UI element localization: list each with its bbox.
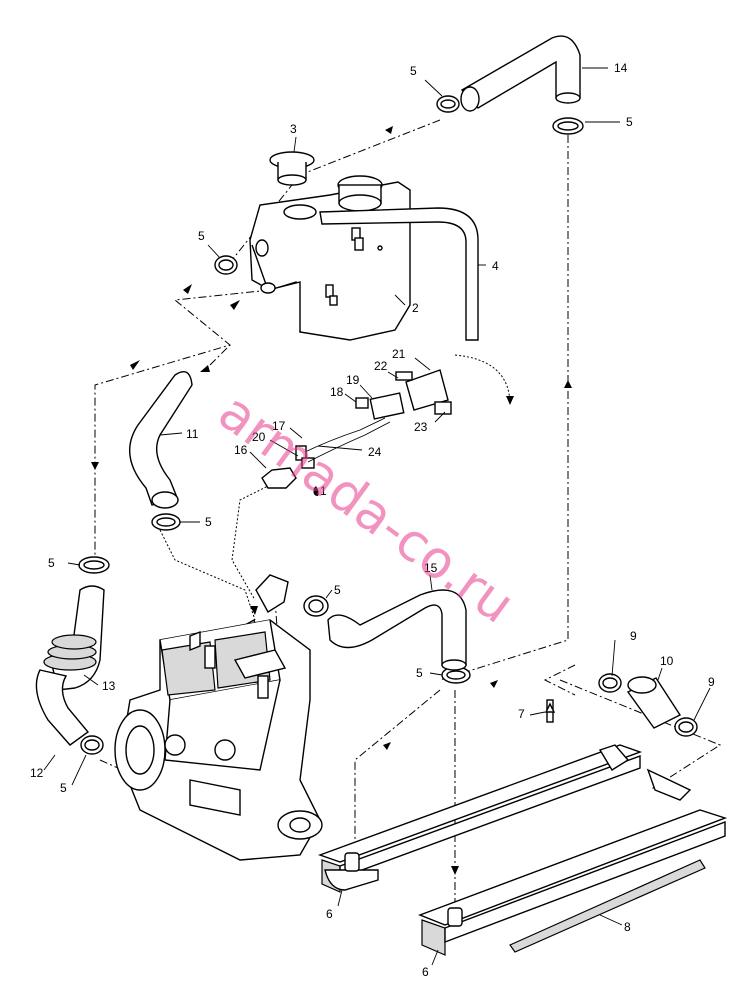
hose-11-end xyxy=(151,491,179,509)
callout: 21 xyxy=(392,347,406,361)
rail-8 xyxy=(509,859,706,953)
upper-hose-end xyxy=(460,86,480,112)
heat-exchanger-lower xyxy=(418,768,728,956)
watermark: armada-co.ru xyxy=(207,382,524,636)
hose-12 xyxy=(35,669,90,746)
callout: 5 xyxy=(334,583,341,597)
callout: 5 xyxy=(626,115,633,129)
callout: 6 xyxy=(326,907,333,921)
callout: 22 xyxy=(374,359,388,373)
callout: 5 xyxy=(60,781,67,795)
callout: 5 xyxy=(48,556,55,570)
upper-hose-end-2 xyxy=(555,92,581,104)
coolant-tank xyxy=(249,175,411,341)
temperature-sensor-group xyxy=(261,369,452,496)
callout: 5 xyxy=(198,229,205,243)
callout: 7 xyxy=(518,707,525,721)
hose-11 xyxy=(129,371,193,506)
hose-clamps xyxy=(78,95,698,755)
callout: 14 xyxy=(614,61,628,75)
hose-15-end xyxy=(441,659,467,671)
callout: 12 xyxy=(30,766,44,780)
callout: 9 xyxy=(708,675,715,689)
callout: 11 xyxy=(186,427,199,441)
leader-lines xyxy=(43,67,711,966)
callout: 5 xyxy=(205,515,212,529)
callout: 20 xyxy=(252,430,266,444)
callout: 3 xyxy=(290,122,297,136)
callout: 17 xyxy=(272,419,286,433)
callout: 1 xyxy=(320,484,327,498)
callout: 6 xyxy=(422,965,429,979)
callout: 10 xyxy=(660,654,674,668)
heat-exchanger-upper xyxy=(317,744,643,893)
callout: 18 xyxy=(330,385,344,399)
upper-hose xyxy=(460,35,581,109)
callout: 4 xyxy=(492,259,499,273)
callout: 16 xyxy=(234,443,248,457)
callout: 9 xyxy=(630,629,637,643)
engine xyxy=(114,619,323,861)
bleed-fitting xyxy=(544,699,556,723)
connector-tube xyxy=(626,676,682,729)
callout: 23 xyxy=(414,420,428,434)
callout: 5 xyxy=(416,666,423,680)
callout: 15 xyxy=(424,561,438,575)
overflow-hose xyxy=(319,207,479,341)
hose-13-bellows xyxy=(43,634,97,671)
callout: 13 xyxy=(102,679,116,693)
flow-arrows xyxy=(91,126,572,875)
callout: 24 xyxy=(368,445,382,459)
callout: 2 xyxy=(412,301,419,315)
callout: 5 xyxy=(410,64,417,78)
callout-labels: 14 5 5 3 5 4 2 21 22 19 18 17 23 20 24 1… xyxy=(30,61,715,979)
callout: 19 xyxy=(346,373,360,387)
radiator-cap xyxy=(269,151,315,186)
callout: 8 xyxy=(624,920,631,934)
